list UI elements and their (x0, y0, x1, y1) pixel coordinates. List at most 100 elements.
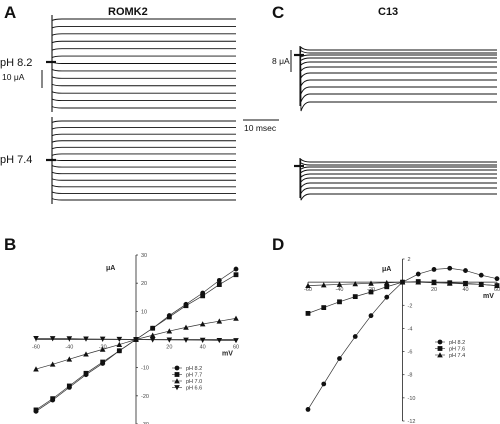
panel-a-current-scale-label: 10 μA (2, 72, 25, 82)
panel-b-legend-marker (174, 385, 180, 391)
panel-d-data-point (368, 313, 374, 319)
panel-b-y-tick-label: 10 (141, 309, 147, 315)
panel-b-data-point (49, 336, 56, 342)
panel-b-data-point (116, 336, 123, 343)
panel-c-letter: C (272, 3, 284, 22)
panel-d-x-tick-label: -60 (304, 287, 312, 293)
panel-b-data-point (183, 337, 189, 343)
panel-b-data-point (216, 337, 223, 344)
panel-b-data-point (233, 315, 239, 321)
panel-b-x-axis-label: mV (222, 351, 233, 358)
panel-b-data-point (199, 337, 206, 344)
panel-a-top-trace (51, 25, 236, 29)
panel-b-data-point (166, 328, 173, 334)
panel-d-y-tick-label: -12 (408, 419, 416, 424)
panel-a-top-trace (51, 33, 236, 36)
panel-c-title: C13 (378, 6, 398, 18)
panel-d-data-point (321, 305, 327, 310)
panel-b-x-tick-label: 20 (166, 345, 172, 351)
panel-d-y-tick-label: -2 (408, 303, 413, 309)
panel-d-data-point (415, 279, 422, 285)
panel-b-legend-label: pH 8.2 (186, 366, 202, 372)
panel-a-bottom-trace (51, 133, 236, 137)
panel-c-top-trace (299, 54, 497, 94)
panel-b-legend: pH 8.2pH 7.7pH 7.0pH 6.6 (172, 365, 202, 392)
panel-d-data-point (494, 282, 500, 289)
panel-b-data-point (233, 272, 239, 278)
panel-c-current-scale-label: 8 μA (272, 56, 290, 66)
panel-d-y-tick-label: -6 (408, 350, 413, 356)
panel-b-x-tick-label: -40 (65, 345, 73, 351)
panel-d-data-point (446, 280, 453, 286)
panel-b-data-point (66, 383, 72, 389)
panel-a-bottom-trace (51, 191, 236, 194)
panel-b-legend-marker (174, 365, 180, 371)
panel-b-letter: B (4, 235, 16, 254)
panel-a-traces-ph-7-4 (46, 117, 236, 204)
panel-a-bottom-trace (51, 198, 236, 201)
panel-d-legend-marker (437, 339, 443, 345)
panel-b-data-point (183, 324, 189, 330)
panel-d-x-axis-label: mV (483, 293, 494, 300)
panel-d-data-point (321, 381, 327, 387)
panel-d-x-tick-label: 20 (431, 287, 437, 293)
panel-d-data-point (337, 299, 342, 305)
panel-b-legend-marker (174, 372, 180, 377)
panel-d-data-point (463, 268, 468, 273)
panel-d-data-point (352, 294, 358, 300)
panel-d-data-point (478, 281, 485, 287)
panel-c-top-trace (299, 49, 497, 56)
panel-d-data-point (352, 281, 359, 287)
panel-b-data-point (50, 396, 56, 402)
panel-c-bottom-trace (299, 165, 497, 170)
panel-d-data-point (368, 289, 374, 295)
panel-b-data-point (33, 366, 39, 372)
panel-b-data-point (66, 336, 73, 342)
panel-d-data-point (305, 407, 311, 412)
panel-b-x-tick-label: -60 (32, 345, 40, 351)
panel-a-bottom-trace (51, 146, 236, 150)
panel-d-x-tick-label: 60 (494, 287, 500, 293)
panel-b-data-point (116, 341, 123, 347)
panel-b-data-point (166, 314, 172, 320)
panel-b-series-3 (33, 335, 239, 344)
panel-d-data-point (383, 279, 390, 286)
panel-a-top-trace (51, 76, 236, 79)
panel-d-y-tick-label: 2 (408, 257, 411, 263)
panel-a-top-trace (51, 48, 236, 51)
panel-c-bottom-trace (299, 162, 497, 167)
panel-a-bottom-trace (51, 153, 236, 156)
panel-a-bottom-trace (51, 184, 236, 188)
panel-b-data-point (66, 356, 73, 362)
panel-a-bottom-trace (51, 171, 236, 175)
panel-d-data-point (447, 265, 453, 271)
panel-d-data-point (305, 282, 311, 289)
panel-c-top-trace (299, 54, 497, 112)
panel-a-bottom-trace (51, 178, 236, 181)
panel-d-data-point (478, 272, 484, 278)
panel-d-series-2 (305, 279, 500, 289)
panel-d-data-point (431, 267, 437, 272)
panel-d-letter: D (272, 235, 284, 254)
panel-a-top-trace (51, 91, 236, 94)
panel-b-data-point (116, 348, 122, 354)
panel-a-traces-ph-8-2 (46, 15, 236, 112)
panel-a-top-trace (51, 40, 236, 44)
panel-a-condition-top: pH 8.2 (0, 57, 32, 69)
panel-d-data-point (368, 280, 374, 286)
time-scale-label: 10 msec (244, 123, 277, 133)
panel-b-y-tick-label: 30 (141, 253, 147, 259)
panel-b-legend-label: pH 6.6 (186, 386, 202, 392)
panel-c-traces-lower (294, 158, 497, 201)
panel-c-top-trace (299, 54, 497, 67)
panel-a-condition-bottom: pH 7.4 (0, 154, 32, 166)
panel-b-y-tick-label: -20 (141, 394, 149, 400)
panel-b-data-point (200, 293, 206, 299)
panel-c-top-trace (299, 54, 497, 88)
panel-a-traces: A ROMK2 pH 8.2 pH 7.4 10 μA (0, 3, 236, 204)
panel-a-bottom-trace (51, 140, 236, 143)
panel-d-data-point (337, 356, 342, 361)
panel-d-data-point (305, 310, 311, 316)
panel-a-bottom-trace (51, 120, 236, 123)
panel-b-data-point (216, 282, 222, 287)
